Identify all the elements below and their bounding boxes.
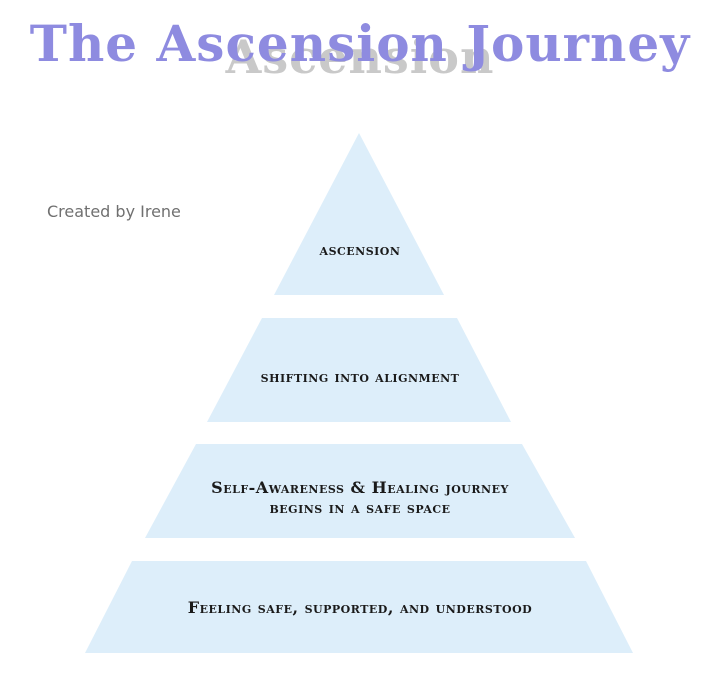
credit-text: Created by Irene [47,202,181,221]
tier-1-label: ascension [319,240,401,259]
pyramid-tier-2 [207,318,511,422]
tier-3-label-line-2: begins in a safe space [269,498,451,517]
title-shadow: Ascension [225,30,495,84]
title-block: Ascension The Ascension Journey [0,8,720,88]
pyramid-tier-1 [274,133,444,295]
tier-3-label-line-1: Self-Awareness & Healing journey [211,478,509,497]
tier-2-label: shifting into alignment [260,368,460,386]
tier-4-label: Feeling safe, supported, and understood [187,598,533,617]
pyramid-tier-4 [85,561,633,653]
page-title: The Ascension Journey [29,14,691,73]
pyramid-tier-3 [145,444,575,538]
